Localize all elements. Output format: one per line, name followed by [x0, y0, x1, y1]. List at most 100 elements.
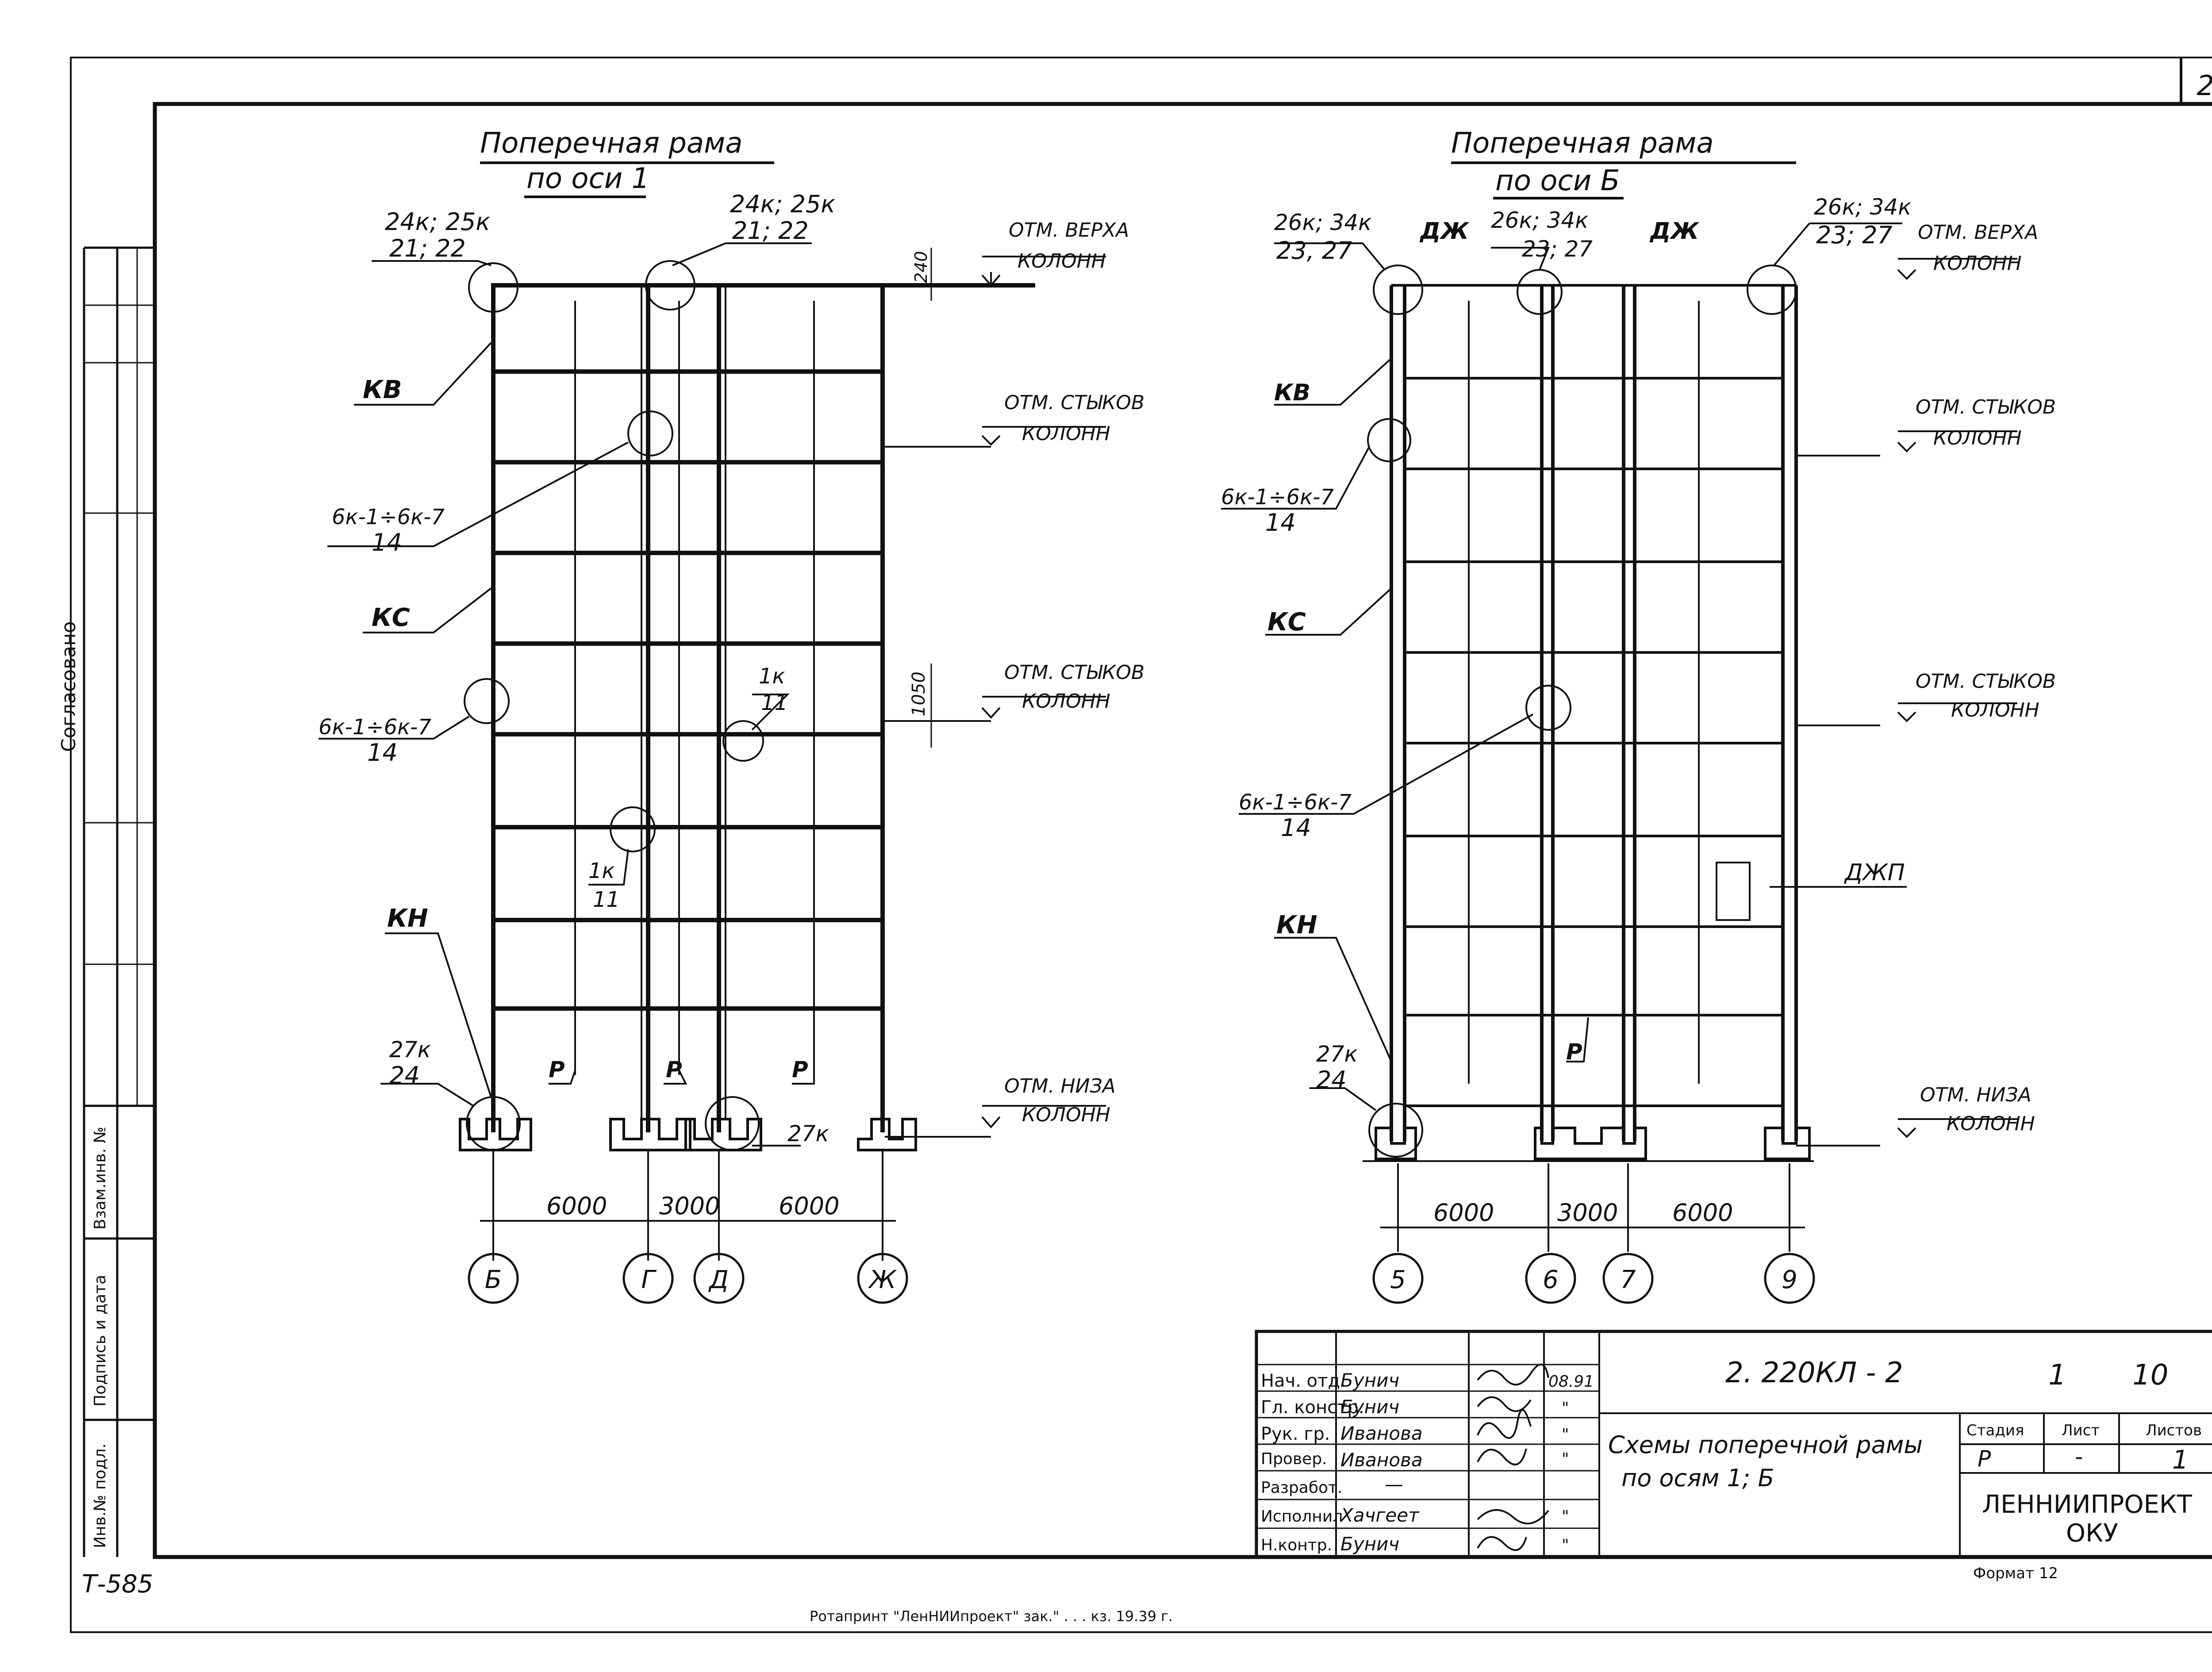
tb-description-2: по осям 1; Б [1621, 1464, 1774, 1492]
tb-role-7: Н.контр. [1261, 1536, 1332, 1554]
lf-callout-1k-mid-a: 1к [588, 859, 615, 883]
tb-name-7: Бунич [1340, 1533, 1399, 1555]
lf-callout-bk2-b: 14 [367, 739, 398, 767]
sign-date-label: Подпись и дата [91, 1275, 109, 1407]
lf-level-top-2: КОЛОНН [1018, 250, 1106, 272]
rf-level-j2-1: ОТМ. СТЫКОВ [1916, 670, 2056, 693]
title-block: Нач. отд. Бунич 08.91 Гл. констр. Бунич … [1255, 1330, 2212, 1582]
tb-date-7: " [1562, 1536, 1569, 1554]
tb-date-2: " [1562, 1399, 1569, 1417]
lf-dim-240: 240 [911, 251, 931, 283]
lf-level-j1-1: ОТМ. СТЫКОВ [1004, 391, 1144, 414]
lf-axis-2: Г [641, 1266, 657, 1294]
rf-callout-tr-b: 23; 27 [1816, 221, 1893, 249]
lf-level-bot-1: ОТМ. НИЗА [1004, 1075, 1116, 1097]
tb-name-2: Бунич [1340, 1396, 1399, 1418]
tb-role-6: Исполнил [1261, 1507, 1343, 1526]
footer-printer: Ротапринт "ЛенНИИпроект" зак." . . . кз.… [810, 1608, 1173, 1625]
rf-callout-p: Р [1566, 1039, 1582, 1065]
rf-level-bot-1: ОТМ. НИЗА [1920, 1084, 2032, 1106]
rf-callout-bk2-a: 6к-1÷6к-7 [1239, 790, 1352, 815]
lf-callout-1k-right-b: 11 [761, 690, 788, 715]
agreed-label: Согласовано [58, 621, 80, 752]
rf-callout-bk2-b: 14 [1281, 814, 1311, 842]
rf-callout-tr-a: 26к; 34к [1814, 194, 1911, 220]
rf-span-1: 6000 [1433, 1199, 1494, 1227]
rf-axis-3: 7 [1620, 1266, 1636, 1294]
rf-callout-dzh-1: ДЖ [1419, 218, 1469, 245]
rf-callout-tl-a: 26к; 34к [1274, 210, 1371, 235]
rf-callout-bk-b: 14 [1265, 509, 1296, 537]
tb-role-1: Нач. отд. [1261, 1371, 1346, 1391]
right-frame-diagram: Поперечная рама по оси Б [1221, 127, 2056, 1304]
lf-callout-kv: КВ [363, 376, 402, 404]
rf-level-j1-1: ОТМ. СТЫКОВ [1916, 396, 2056, 418]
rf-callout-kc: КС [1267, 608, 1306, 637]
lf-span-3: 6000 [779, 1192, 839, 1220]
tb-org-2: ОКУ [2066, 1519, 2118, 1548]
lf-callout-top-left-b: 21; 22 [389, 234, 466, 262]
rf-callout-tm-a: 26к; 34к [1491, 207, 1588, 233]
lf-level-j1-2: КОЛОНН [1022, 422, 1110, 445]
tb-role-2: Гл. констр. [1261, 1397, 1364, 1418]
tb-sheet: - [2075, 1444, 2083, 1469]
lf-callout-bk-b: 14 [372, 529, 402, 556]
rf-callout-dzhp: ДЖП [1844, 859, 1905, 886]
rf-callout-dzh-2: ДЖ [1649, 218, 1699, 245]
lf-callout-27k-right: 27к [787, 1121, 829, 1147]
right-title-line2: по оси Б [1495, 165, 1620, 197]
footer-code: Т-585 [82, 1570, 153, 1599]
tb-date-1: 08.91 [1548, 1373, 1594, 1391]
tb-part: 1 [2048, 1359, 2066, 1392]
lf-callout-bk-a: 6к-1÷6к-7 [332, 505, 445, 529]
tb-doc-code: 2. 220КЛ - 2 [1725, 1357, 1903, 1389]
lf-level-j2-1: ОТМ. СТЫКОВ [1004, 661, 1144, 684]
lf-callout-kc: КС [372, 603, 410, 632]
lf-callout-bk2-a: 6к-1÷6к-7 [319, 715, 431, 740]
rf-level-top-2: КОЛОНН [1933, 252, 2022, 275]
vzam-inv-label: Взам.инв. № [91, 1127, 109, 1230]
rf-level-bot-2: КОЛОНН [1947, 1112, 2035, 1135]
sheet-number: 26 [2197, 69, 2212, 102]
lf-callout-p1: Р [549, 1057, 565, 1082]
left-title-line2: по оси 1 [526, 162, 649, 195]
rf-callout-tm-b: 23; 27 [1522, 236, 1593, 262]
rf-axis-4: 9 [1782, 1266, 1797, 1294]
inv-no-label: Инв.№ подл. [91, 1443, 109, 1548]
signature-marks [1477, 1364, 1549, 1551]
rf-level-j2-2: КОЛОНН [1951, 699, 2039, 721]
lf-callout-1k-right-a: 1к [759, 664, 785, 689]
lf-callout-top-left-a: 24к; 25к [385, 208, 490, 236]
lf-callout-top-mid-a: 24к; 25к [730, 190, 835, 218]
tb-description-1: Схемы поперечной рамы [1608, 1431, 1923, 1459]
left-frame-diagram: Поперечная рама по оси 1 [319, 127, 1144, 1304]
rf-level-top-1: ОТМ. ВЕРХА [1918, 221, 2038, 244]
rf-callout-kn: КН [1276, 911, 1317, 940]
lf-callout-p3: Р [792, 1057, 808, 1082]
rf-callout-27k-b: 24 [1316, 1066, 1347, 1094]
lf-axis-3: Д [708, 1266, 729, 1294]
outer-frame [70, 57, 2212, 1633]
inner-frame [153, 102, 2212, 1559]
lf-span-2: 3000 [659, 1192, 720, 1220]
tb-name-4: Иванова [1340, 1449, 1423, 1471]
lf-callout-p2: Р [666, 1057, 682, 1082]
tb-org-1: ЛЕННИИПРОЕКТ [1982, 1490, 2193, 1519]
tb-sheets-header: Листов [2146, 1422, 2202, 1439]
tb-stage-header: Стадия [1966, 1422, 2024, 1439]
rf-span-2: 3000 [1557, 1199, 1618, 1227]
tb-date-3: " [1562, 1426, 1569, 1444]
rf-callout-tl-b: 23, 27 [1276, 237, 1352, 265]
rf-span-3: 6000 [1672, 1199, 1733, 1227]
lf-callout-1k-mid-b: 11 [593, 887, 620, 912]
lf-level-bot-2: КОЛОНН [1022, 1104, 1110, 1126]
tb-name-3: Иванова [1340, 1423, 1423, 1444]
right-title-line1: Поперечная рама [1451, 127, 1714, 160]
lf-axis-1: Б [485, 1266, 502, 1294]
tb-date-4: " [1562, 1450, 1569, 1468]
lf-level-j2-2: КОЛОНН [1022, 690, 1110, 713]
tb-stage: Р [1978, 1446, 1991, 1472]
tb-sheets: 1 [2172, 1445, 2189, 1475]
tb-role-4: Провер. [1261, 1450, 1327, 1468]
